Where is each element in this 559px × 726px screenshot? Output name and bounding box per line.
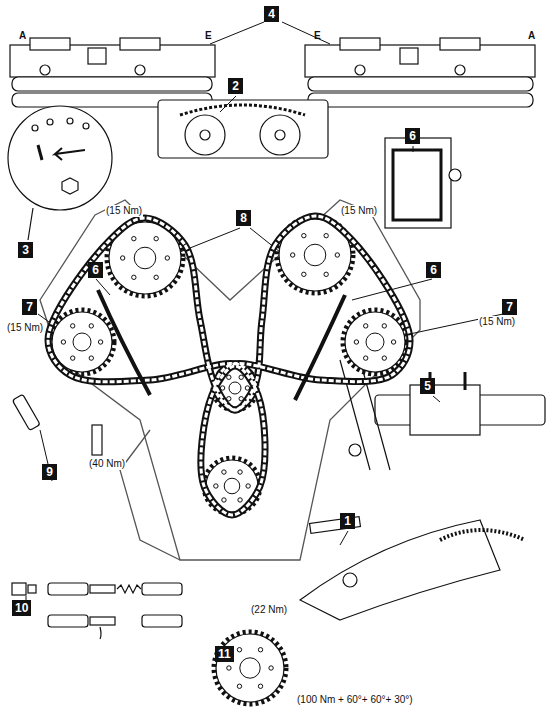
callout-text: 6	[91, 263, 100, 277]
sprocket	[214, 632, 286, 704]
callout-number: 5	[420, 378, 435, 394]
chain	[48, 218, 255, 410]
chain-links	[215, 216, 410, 410]
callout-number: 10	[12, 600, 31, 616]
chain-guide	[98, 290, 150, 395]
chain	[215, 216, 410, 410]
torque-value: (15 Nm)	[6, 322, 44, 334]
callout-text: 10	[15, 601, 28, 615]
callout-number: 6	[405, 128, 420, 144]
cam-marker-letter: E	[204, 30, 213, 42]
callout-number: 4	[264, 6, 279, 22]
callout-number: 7	[22, 299, 37, 315]
torque-value: (15 Nm)	[340, 205, 378, 217]
torque-value: (100 Nm + 60°+ 60°+ 30°)	[296, 694, 414, 706]
camshaft-detail-left	[10, 38, 215, 107]
callout-text: 7	[505, 300, 514, 314]
chain-links	[201, 366, 265, 515]
callout-text: 5	[423, 379, 432, 393]
cam-marker-letter: A	[18, 30, 27, 42]
chain	[201, 366, 265, 515]
callout-number: 6	[88, 262, 103, 278]
callout-number: 8	[236, 210, 251, 226]
callout-text: 4	[267, 7, 276, 21]
callout-text: 6	[429, 263, 438, 277]
callout-number: 3	[18, 242, 33, 258]
torque-value: (40 Nm)	[88, 458, 126, 470]
callout-text: 8	[239, 211, 248, 225]
callout-number: 6	[426, 262, 441, 278]
chain-guide	[295, 295, 345, 400]
engine-block	[40, 200, 420, 560]
sprocket	[343, 310, 407, 374]
callout-text: 2	[231, 79, 240, 93]
callout-text: 3	[21, 243, 30, 257]
callout-number: 1	[340, 513, 355, 529]
cam-marker-letter: E	[313, 30, 322, 42]
callout-number: 11	[215, 646, 234, 662]
torque-value: (15 Nm)	[478, 316, 516, 328]
sprockets	[50, 217, 407, 704]
camshaft-detail-right	[305, 38, 535, 107]
callout-number: 2	[228, 78, 243, 94]
timing-mark-detail	[8, 106, 112, 240]
chain-links	[48, 218, 255, 410]
torque-value: (22 Nm)	[250, 604, 288, 616]
cylinder-head-detail	[158, 100, 328, 158]
callout-text: 9	[45, 465, 54, 479]
callout-text: 6	[408, 129, 417, 143]
torque-value: (15 Nm)	[105, 205, 143, 217]
callout-number: 7	[502, 299, 517, 315]
callout-number: 9	[42, 464, 57, 480]
callout-text: 11	[218, 647, 231, 661]
callout-text: 7	[25, 300, 34, 314]
callout-text: 1	[343, 514, 352, 528]
flywheel-lock-tool	[300, 517, 525, 620]
leader-lines	[26, 22, 503, 660]
camshaft-lock-tool	[340, 360, 545, 470]
timing-chains	[48, 216, 410, 515]
tensioner-detail	[385, 138, 461, 228]
cam-marker-letter: A	[527, 30, 536, 42]
sensor-and-tensioner-parts	[12, 394, 182, 639]
